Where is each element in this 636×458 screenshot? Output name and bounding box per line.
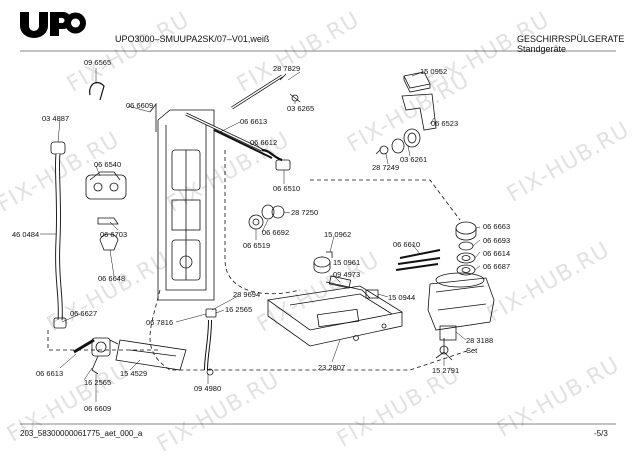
part-label: 46 0484: [12, 230, 40, 239]
upo-logo: [20, 12, 86, 38]
document-id: 203_58300000061775_aet_000_a: [20, 429, 143, 438]
part-label: 06 6613: [36, 369, 64, 378]
part-label: 03 6265: [287, 104, 315, 113]
part-label: 28 9694: [233, 290, 261, 299]
part-label: 28 3188: [466, 336, 494, 345]
part-label: 15 4529: [120, 369, 148, 378]
part-label: 06 6692: [262, 228, 290, 237]
part-label: 16 2565: [84, 378, 112, 387]
part-label: 06 6609: [126, 101, 154, 110]
part-label: 03 6261: [400, 155, 428, 164]
part-label: 06 6693: [483, 236, 511, 245]
part-label: 06 6612: [250, 138, 278, 147]
part-label: 06 6703: [100, 230, 128, 239]
page-number: -5/3: [594, 429, 608, 438]
part-label: 06 6627: [70, 309, 98, 318]
part-label: 09 6565: [84, 58, 112, 67]
part-label: 15 0944: [388, 293, 416, 302]
model-label: UPO3000–SMUUPA2SK/07–V01,weiß: [115, 34, 270, 44]
subcategory-label: Standgeräte: [517, 44, 567, 54]
part-label: 23 2807: [318, 363, 346, 372]
part-label: 28 7249: [372, 163, 400, 172]
part-label: 06 6613: [240, 117, 268, 126]
part-label: 28 7250: [291, 208, 319, 217]
part-label: 06 6510: [273, 184, 301, 193]
part-label: 06 6663: [483, 222, 511, 231]
part-label: 15 2791: [432, 366, 460, 375]
part-label: 09 4973: [333, 270, 361, 279]
part-label: 06 6519: [243, 241, 271, 250]
part-label: 09 4980: [194, 384, 222, 393]
part-label: 06 6610: [393, 240, 421, 249]
part-label: 06 6614: [483, 249, 511, 258]
part-label: Set: [466, 346, 478, 355]
part-label: 16 2565: [225, 305, 253, 314]
part-label: 06 6540: [94, 160, 122, 169]
part-label: 28 7829: [273, 64, 301, 73]
part-label: 06 6523: [431, 119, 459, 128]
part-label: 15 0962: [324, 230, 352, 239]
category-label: GESCHIRRSPÜLGERATE: [517, 34, 625, 44]
part-label: 15 0961: [333, 258, 361, 267]
part-label: 06 6609: [84, 404, 112, 413]
part-label: 06 6648: [98, 274, 126, 283]
part-label: 06 7816: [146, 318, 174, 327]
part-label: 15 0952: [420, 67, 448, 76]
part-label: 03 4887: [42, 114, 70, 123]
part-label: 06 6687: [483, 262, 511, 271]
